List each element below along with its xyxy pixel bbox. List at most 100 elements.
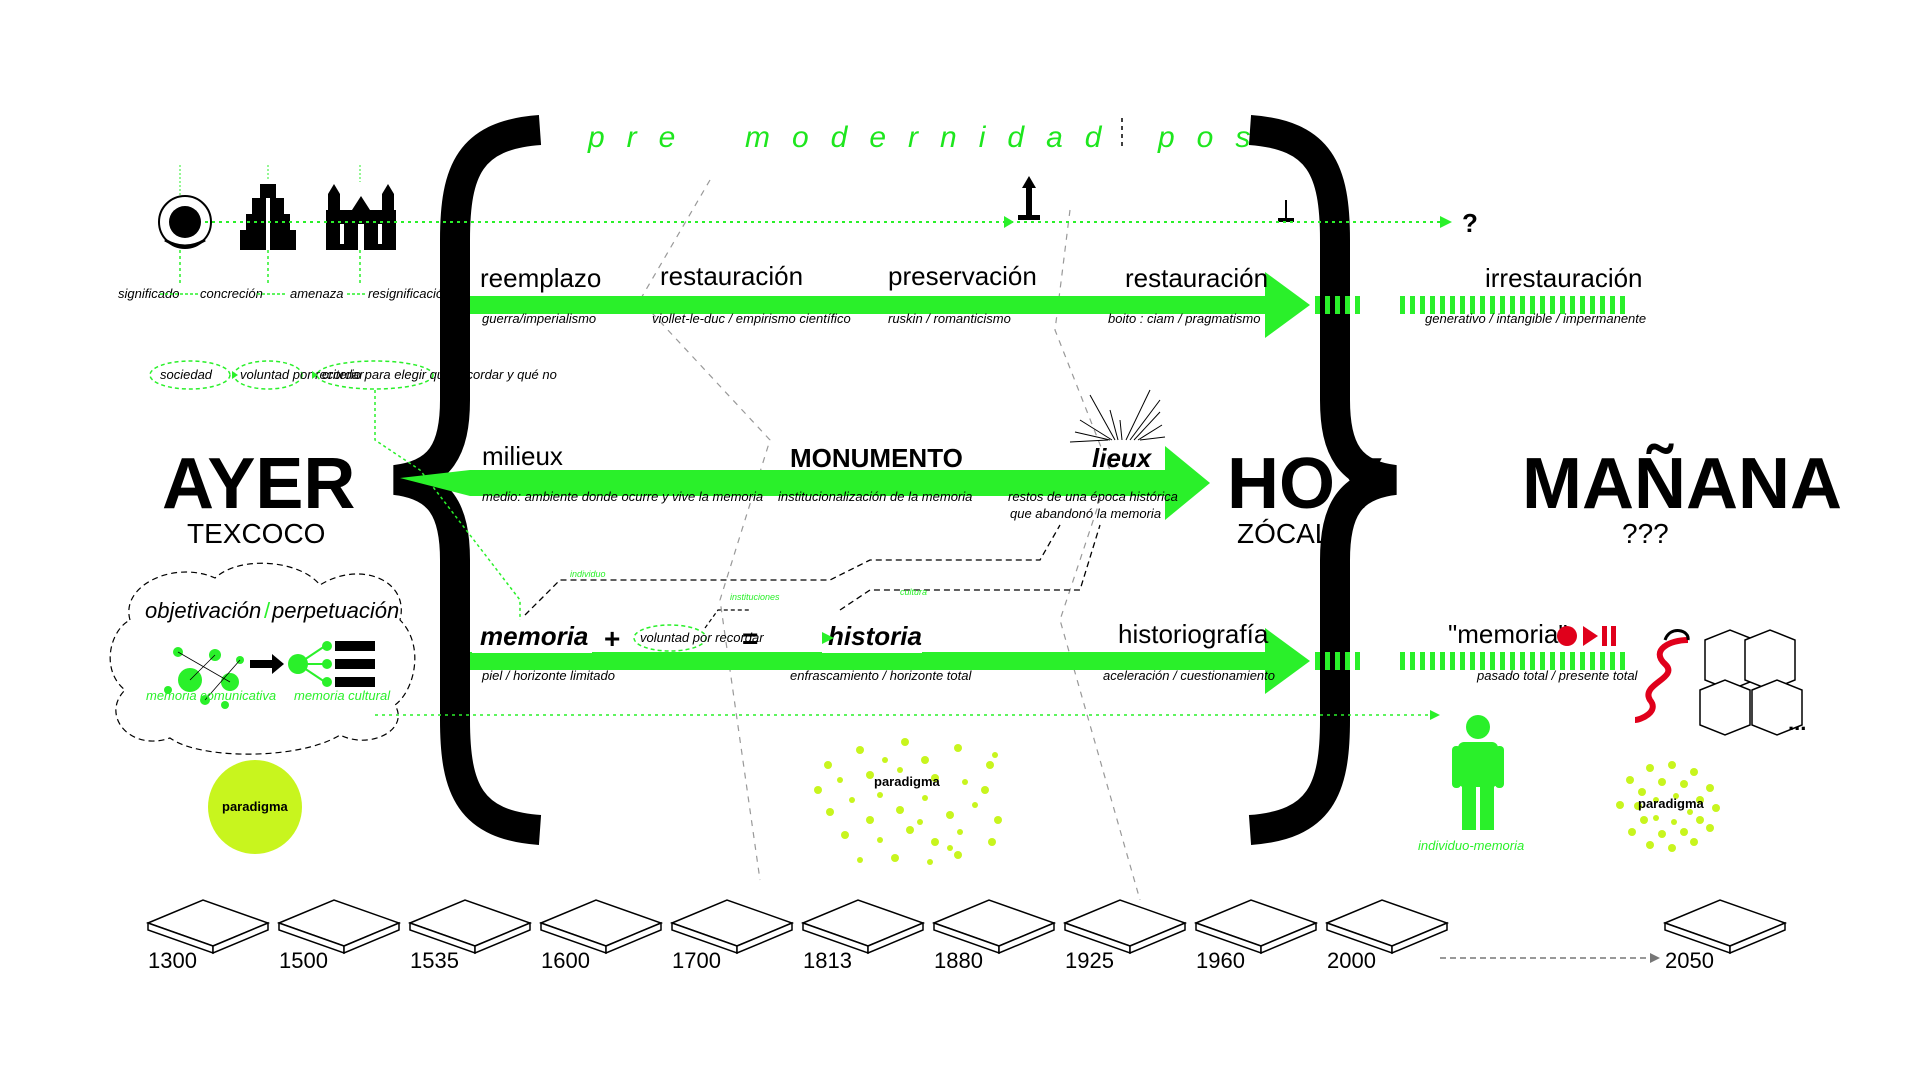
angel-monument-icon (1018, 176, 1040, 220)
objetivacion-title-a: objetivación (145, 598, 261, 623)
connector-cultura (839, 524, 1101, 611)
row3-caption-2: enfrascamiento / horizonte total (790, 668, 972, 683)
building-blocks-icon (1699, 629, 1803, 736)
manana-subtitle: ??? (1622, 518, 1669, 549)
social-chain: sociedad voluntad por recordar criterio … (149, 360, 557, 620)
timeline-year-label: 1960 (1196, 948, 1245, 973)
era-modernidad: modernidad (745, 121, 1123, 154)
chain-label-amenaza: amenaza (290, 286, 343, 301)
timeline-plate-1700: 1700 (669, 899, 795, 973)
timeline-year-label: 1813 (803, 948, 852, 973)
timeline-year-label: 1300 (148, 948, 197, 973)
timeline-year-label: 1700 (672, 948, 721, 973)
row1-caption-3: ruskin / romanticismo (888, 311, 1011, 326)
row3-caption-4: pasado total / presente total (1476, 668, 1639, 683)
row2-term-milieux: milieux (482, 441, 563, 471)
row1-caption-1: guerra/imperialismo (482, 311, 596, 326)
row2-caption-3: restos de una época histórica (1008, 489, 1178, 504)
lieux-radiating-lines (1069, 389, 1166, 443)
row1-term-reemplazo: reemplazo (480, 263, 601, 293)
row3-caption-1: piel / horizonte limitado (481, 668, 615, 683)
row2-term-lieux: lieux (1092, 443, 1153, 473)
chain-label-resignificacion: resignificación (368, 286, 450, 301)
timeline-plate-2000: 2000 (1324, 899, 1450, 973)
label-individuo: individuo (570, 569, 606, 579)
row1-caption-5: generativo / intangible / impermanente (1425, 311, 1646, 326)
era-pre: pre (587, 121, 697, 154)
objetivacion-cloud (109, 562, 416, 755)
paradigma-circle-1 (208, 760, 302, 854)
paradigma-scatter (814, 738, 1002, 865)
timeline-plate-2050: 2050 (1662, 899, 1788, 973)
paradigma-dotted-circle (1616, 761, 1720, 852)
row3-memoria-future: "memoria" (1448, 619, 1568, 649)
row3-historia: historia (828, 621, 922, 651)
cloud-label-cultural: memoria cultural (294, 688, 391, 703)
timeline-plate-1500: 1500 (276, 899, 402, 973)
timeline-year-label: 1600 (541, 948, 590, 973)
cathedral-icon (326, 184, 396, 250)
row1-caption-2: viollet-le-duc / empirismo científico (652, 311, 851, 326)
flagpole-icon (1278, 200, 1294, 222)
label-instituciones: instituciones (730, 592, 780, 602)
row3-historiografia: historiografía (1118, 619, 1269, 649)
ayer-subtitle: TEXCOCO (187, 518, 325, 549)
row1-caption-4: boito : ciam / pragmatismo (1108, 311, 1260, 326)
objetivacion-title-b: perpetuación (271, 598, 399, 623)
row2-arrow (400, 446, 1210, 520)
chain-label-concrecion: concreción (200, 286, 263, 301)
row2-caption-2: institucionalización de la memoria (778, 489, 972, 504)
label-cultura: cultura (900, 587, 927, 597)
media-controls-icon (1557, 626, 1616, 646)
row2-term-monumento: MONUMENTO (790, 443, 963, 473)
top-question-mark: ? (1462, 208, 1478, 238)
timeline-year-label: 1500 (279, 948, 328, 973)
row3-arrow (470, 628, 1625, 694)
timeline-year-label: 1880 (934, 948, 983, 973)
ayer-title: AYER (162, 444, 355, 524)
future-ellipsis: ... (1788, 710, 1806, 735)
row3-memoria: memoria (480, 621, 588, 651)
timeline-plate-1880: 1880 (931, 899, 1057, 973)
timeline-plate-1925: 1925 (1062, 899, 1188, 973)
paradigma-label-1: paradigma (222, 799, 289, 814)
hoy-subtitle: ZÓCALO (1237, 518, 1352, 549)
row3-voluntad: voluntad por recordar (640, 630, 764, 645)
hoy-title: HOY (1227, 444, 1383, 524)
timeline-plate-1960: 1960 (1193, 899, 1319, 973)
timeline: 1300 1500 1535 1600 1700 1813 1880 1925 1960 2000… (145, 899, 1788, 973)
timeline-plate-1535: 1535 (407, 899, 533, 973)
row1-term-restauracion-1: restauración (660, 261, 803, 291)
row1-term-restauracion-2: restauración (1125, 263, 1268, 293)
snake-icon (1634, 637, 1689, 723)
timeline-plate-1300: 1300 (145, 899, 271, 973)
timeline-year-label: 2050 (1665, 948, 1714, 973)
right-brace (1248, 115, 1398, 845)
row3-plus: + (604, 623, 620, 654)
social-voluntad: voluntad por recordar (240, 367, 364, 382)
era-pos: pos (1157, 121, 1272, 154)
memoria-cultural-icon (288, 641, 375, 687)
person-icon (1452, 715, 1504, 830)
timeline-year-label: 1535 (410, 948, 459, 973)
row1-arrow (470, 272, 1625, 338)
connector-individuo (524, 524, 1061, 616)
cloud-label-comunicativa: memoria comunicativa (146, 688, 276, 703)
row3-equals: = (742, 623, 758, 654)
manana-title: MAÑANA (1522, 443, 1842, 524)
objetivacion-slash: / (264, 598, 271, 623)
row2-caption-4: que abandonó la memoria (1010, 506, 1161, 521)
network-cluster-icon (164, 647, 244, 709)
top-dotted-arrowhead (1440, 216, 1452, 228)
divider-line-1 (639, 179, 771, 881)
row3-caption-3: aceleración / cuestionamiento (1103, 668, 1275, 683)
timeline-year-label: 1925 (1065, 948, 1114, 973)
timeline-year-label: 2000 (1327, 948, 1376, 973)
left-brace (392, 115, 542, 845)
pyramid-icon (240, 184, 296, 250)
cloud-arrow (250, 654, 284, 674)
paradigma-label-2: paradigma (874, 774, 941, 789)
row2-caption-1: medio: ambiente donde ocurre y vive la m… (482, 489, 763, 504)
eagle-emblem-icon (158, 195, 212, 249)
